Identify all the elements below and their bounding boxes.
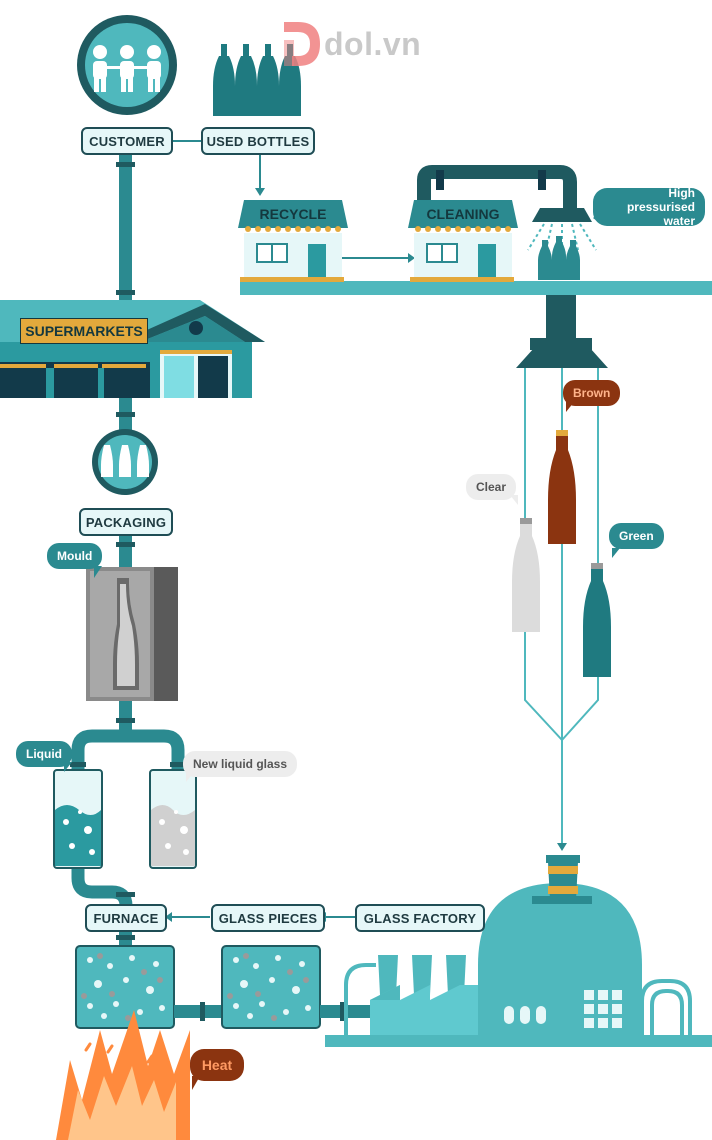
furnace-label: FURNACE [85, 904, 167, 932]
people-icon [77, 15, 177, 115]
green-bottle [583, 563, 611, 677]
high-pressure-tag: High pressurised water [593, 186, 705, 228]
logo-text: dol.vn [324, 25, 422, 62]
shop-cleaning-icon [408, 200, 518, 282]
tank-pipes [70, 729, 186, 946]
flame-icon [56, 1010, 190, 1140]
brown-bottle [548, 430, 576, 544]
clear-bottle [512, 518, 540, 632]
mould-icon [86, 567, 178, 701]
packaging-label: PACKAGING [79, 508, 173, 536]
green-tag: Green [609, 523, 664, 549]
glass-pieces-label: GLASS PIECES [211, 904, 325, 932]
separator-funnel [516, 295, 608, 851]
new-liquid-glass-tag: New liquid glass [183, 751, 298, 777]
logo: dol.vn [318, 22, 421, 66]
brown-tag: Brown [563, 380, 621, 406]
customer-label: CUSTOMER [81, 127, 173, 155]
furnace-tank-icon [75, 945, 175, 1029]
clear-tag: Clear [466, 474, 517, 500]
shower-icon [417, 165, 597, 280]
logo-mark [284, 22, 320, 66]
glass-pieces-tank-icon [221, 945, 321, 1029]
heat-tag: Heat [190, 1049, 244, 1081]
platform [240, 281, 712, 295]
recycle-label: RECYCLE [259, 206, 327, 222]
cleaning-label: CLEANING [426, 206, 500, 222]
shop-recycle-icon [238, 200, 348, 282]
new-liquid-tank-icon [149, 769, 197, 869]
used-bottles-label: USED BOTTLES [201, 127, 315, 155]
liquid-tag: Liquid [16, 741, 72, 767]
liquid-tank-icon [53, 769, 103, 869]
factory-icon [325, 855, 712, 1047]
mould-tag: Mould [47, 543, 103, 569]
glass-factory-label: GLASS FACTORY [355, 904, 485, 932]
supermarket-icon [0, 300, 265, 398]
packaging-icon [92, 429, 158, 495]
supermarkets-label: SUPERMARKETS [20, 318, 148, 344]
left-pipe [116, 155, 135, 730]
